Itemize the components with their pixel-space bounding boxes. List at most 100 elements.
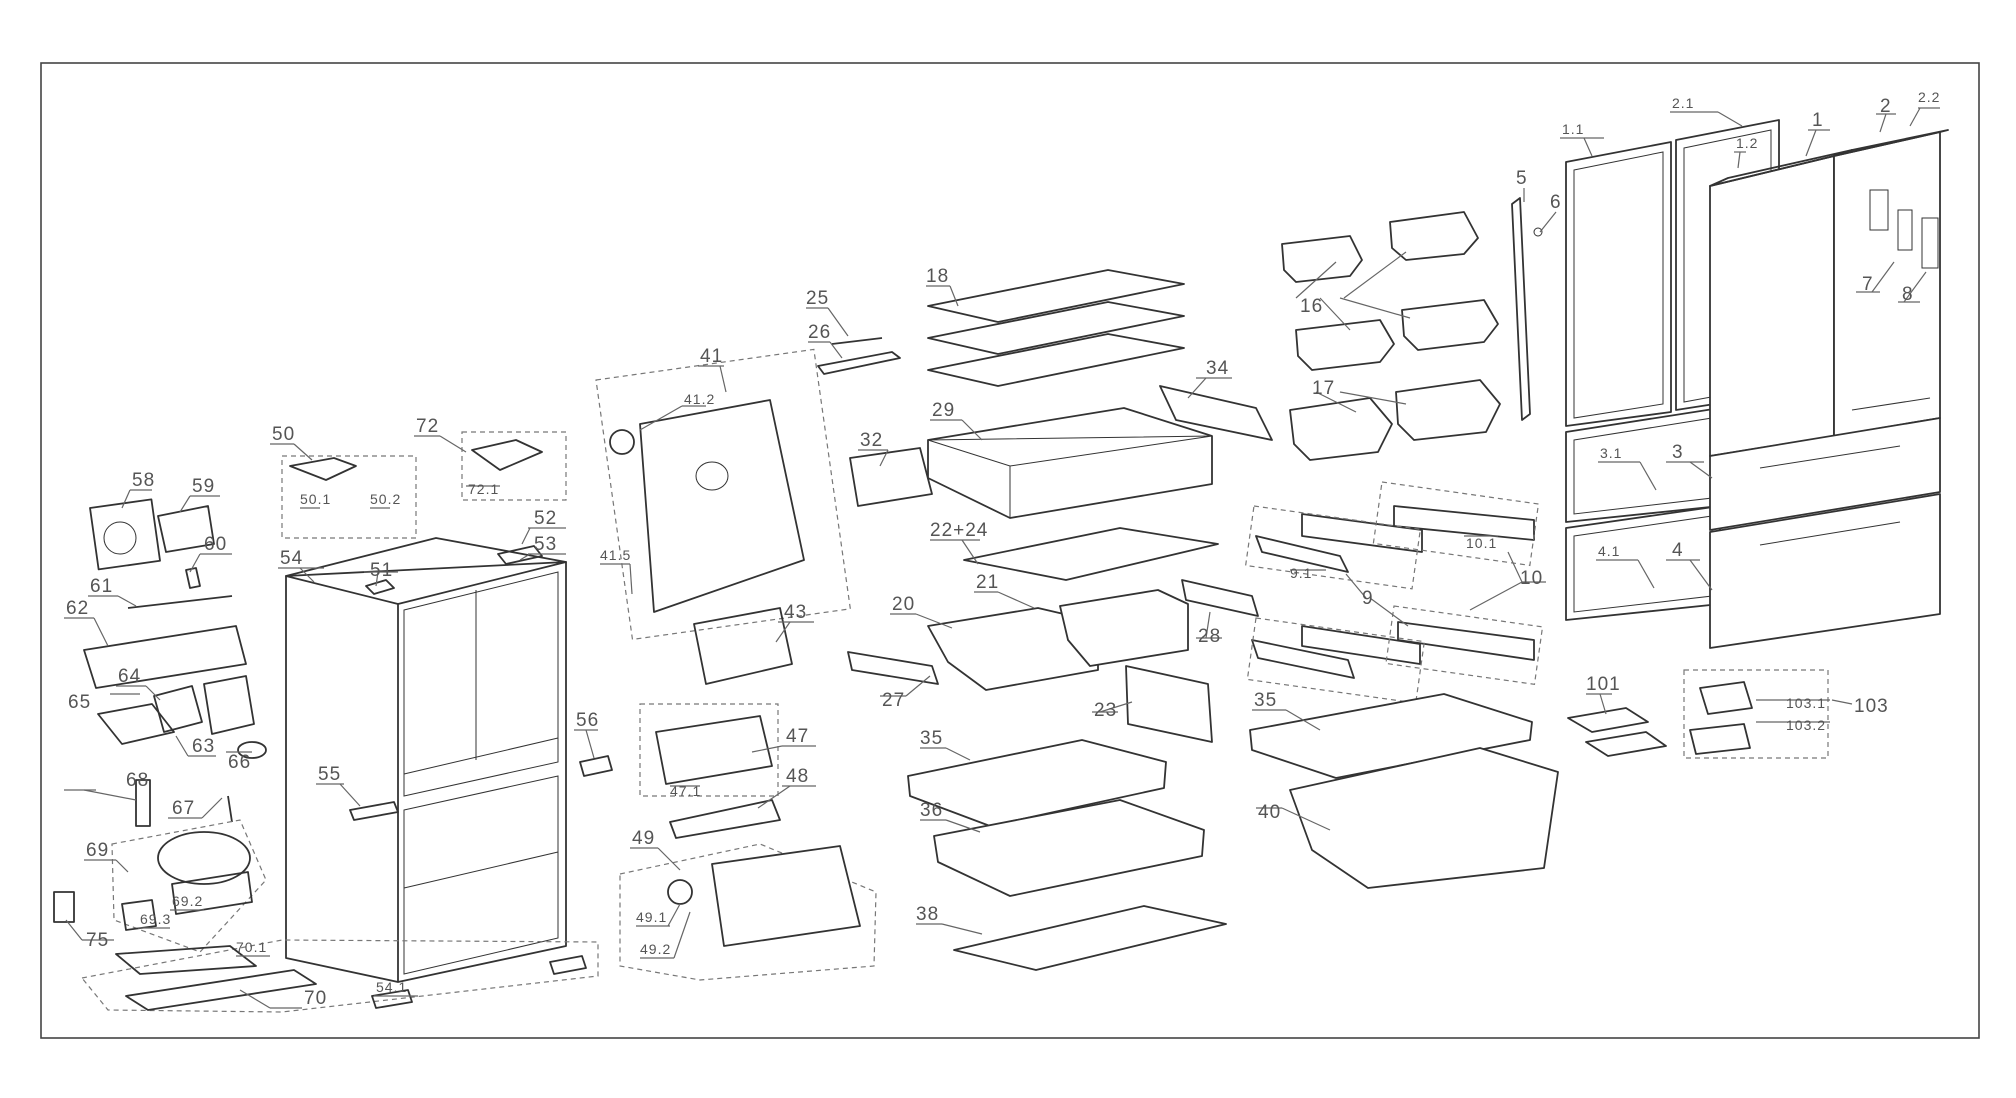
label-10-1: 10.1 xyxy=(1466,535,1497,551)
label-17: 17 xyxy=(1312,378,1335,399)
label-9-1: 9.1 xyxy=(1290,565,1312,581)
label-69-2: 69.2 xyxy=(172,893,203,909)
label-69: 69 xyxy=(86,840,109,861)
back-panel-41 xyxy=(595,348,851,641)
label-58: 58 xyxy=(132,470,155,491)
label-38: 38 xyxy=(916,904,939,925)
label-34: 34 xyxy=(1206,358,1229,379)
label-61: 61 xyxy=(90,576,113,597)
label-72: 72 xyxy=(416,416,439,437)
label-53: 53 xyxy=(534,534,557,555)
label-2: 2 xyxy=(1880,96,1892,117)
freezer-baskets xyxy=(907,739,1227,971)
label-70: 70 xyxy=(304,988,327,1009)
label-49-1: 49.1 xyxy=(636,909,667,925)
label-16: 16 xyxy=(1300,296,1323,317)
label-1-1: 1.1 xyxy=(1562,121,1584,137)
label-41-2: 41.2 xyxy=(684,391,715,407)
label-54-1: 54.1 xyxy=(376,979,407,995)
label-6: 6 xyxy=(1550,192,1562,213)
label-54: 54 xyxy=(280,548,303,569)
label-65: 65 xyxy=(68,692,91,713)
label-48: 48 xyxy=(786,766,809,787)
callout-labels: 1.1 2.1 1.2 1 2 2.2 5 6 7 8 3.1 3 4.1 4 … xyxy=(66,89,1940,1009)
label-103-2: 103.2 xyxy=(1786,717,1826,733)
label-47: 47 xyxy=(786,726,809,747)
label-60: 60 xyxy=(204,534,227,555)
label-70-1: 70.1 xyxy=(236,939,267,955)
diagram-frame xyxy=(40,62,1980,1039)
label-103: 103 xyxy=(1854,696,1889,717)
door-bins xyxy=(1281,211,1501,461)
label-4: 4 xyxy=(1672,540,1684,561)
glass-shelves xyxy=(927,269,1185,387)
electrical-components xyxy=(83,498,267,827)
label-35a: 35 xyxy=(920,728,943,749)
label-52: 52 xyxy=(534,508,557,529)
label-36: 36 xyxy=(920,800,943,821)
label-51: 51 xyxy=(370,560,393,581)
label-7: 7 xyxy=(1862,274,1874,295)
label-69-3: 69.3 xyxy=(140,911,171,927)
label-32: 32 xyxy=(860,430,883,451)
label-50-2: 50.2 xyxy=(370,491,401,507)
label-72-1: 72.1 xyxy=(468,481,499,497)
label-2-1: 2.1 xyxy=(1672,95,1694,111)
label-63: 63 xyxy=(192,736,215,757)
label-10: 10 xyxy=(1520,568,1543,589)
label-3-1: 3.1 xyxy=(1600,445,1622,461)
label-21: 21 xyxy=(976,572,999,593)
label-56: 56 xyxy=(576,710,599,731)
lower-baskets xyxy=(1249,693,1559,889)
label-50-1: 50.1 xyxy=(300,491,331,507)
label-47-1: 47.1 xyxy=(670,783,701,799)
label-29: 29 xyxy=(932,400,955,421)
label-25: 25 xyxy=(806,288,829,309)
tray-25-26 xyxy=(817,337,901,375)
label-101: 101 xyxy=(1586,674,1621,695)
label-40: 40 xyxy=(1258,802,1281,823)
label-64: 64 xyxy=(118,666,141,687)
label-67: 67 xyxy=(172,798,195,819)
door-assembly xyxy=(1511,119,1949,649)
label-50: 50 xyxy=(272,424,295,445)
cabinet-54 xyxy=(285,537,567,983)
label-68: 68 xyxy=(126,770,149,791)
ice-trays xyxy=(1567,669,1829,759)
crisper-29 xyxy=(927,407,1213,519)
label-55: 55 xyxy=(318,764,341,785)
label-8: 8 xyxy=(1902,284,1914,305)
slide-rails xyxy=(1244,481,1544,704)
leader-lines xyxy=(64,107,1940,1009)
label-18: 18 xyxy=(926,266,949,287)
label-2-2: 2.2 xyxy=(1918,89,1940,105)
label-22-24: 22+24 xyxy=(930,520,988,541)
label-62: 62 xyxy=(66,598,89,619)
label-1-2: 1.2 xyxy=(1736,135,1758,151)
label-5: 5 xyxy=(1516,168,1528,189)
label-28: 28 xyxy=(1198,626,1221,647)
compressor-69 xyxy=(53,819,267,953)
label-75: 75 xyxy=(86,930,109,951)
evaporator-group xyxy=(619,607,877,981)
label-27: 27 xyxy=(882,690,905,711)
label-20: 20 xyxy=(892,594,915,615)
label-23: 23 xyxy=(1094,700,1117,721)
label-41-5: 41.5 xyxy=(600,547,631,563)
drawers-20-21 xyxy=(927,589,1189,691)
label-59: 59 xyxy=(192,476,215,497)
base-tray-70 xyxy=(80,939,599,1013)
label-103-1: 103.1 xyxy=(1786,695,1826,711)
label-3: 3 xyxy=(1672,442,1684,463)
label-35b: 35 xyxy=(1254,690,1277,711)
label-4-1: 4.1 xyxy=(1598,543,1620,559)
label-26: 26 xyxy=(808,322,831,343)
label-1: 1 xyxy=(1812,110,1824,131)
label-49: 49 xyxy=(632,828,655,849)
label-41: 41 xyxy=(700,346,723,367)
label-9: 9 xyxy=(1362,588,1374,609)
label-43: 43 xyxy=(784,602,807,623)
label-66: 66 xyxy=(228,752,251,773)
label-49-2: 49.2 xyxy=(640,941,671,957)
